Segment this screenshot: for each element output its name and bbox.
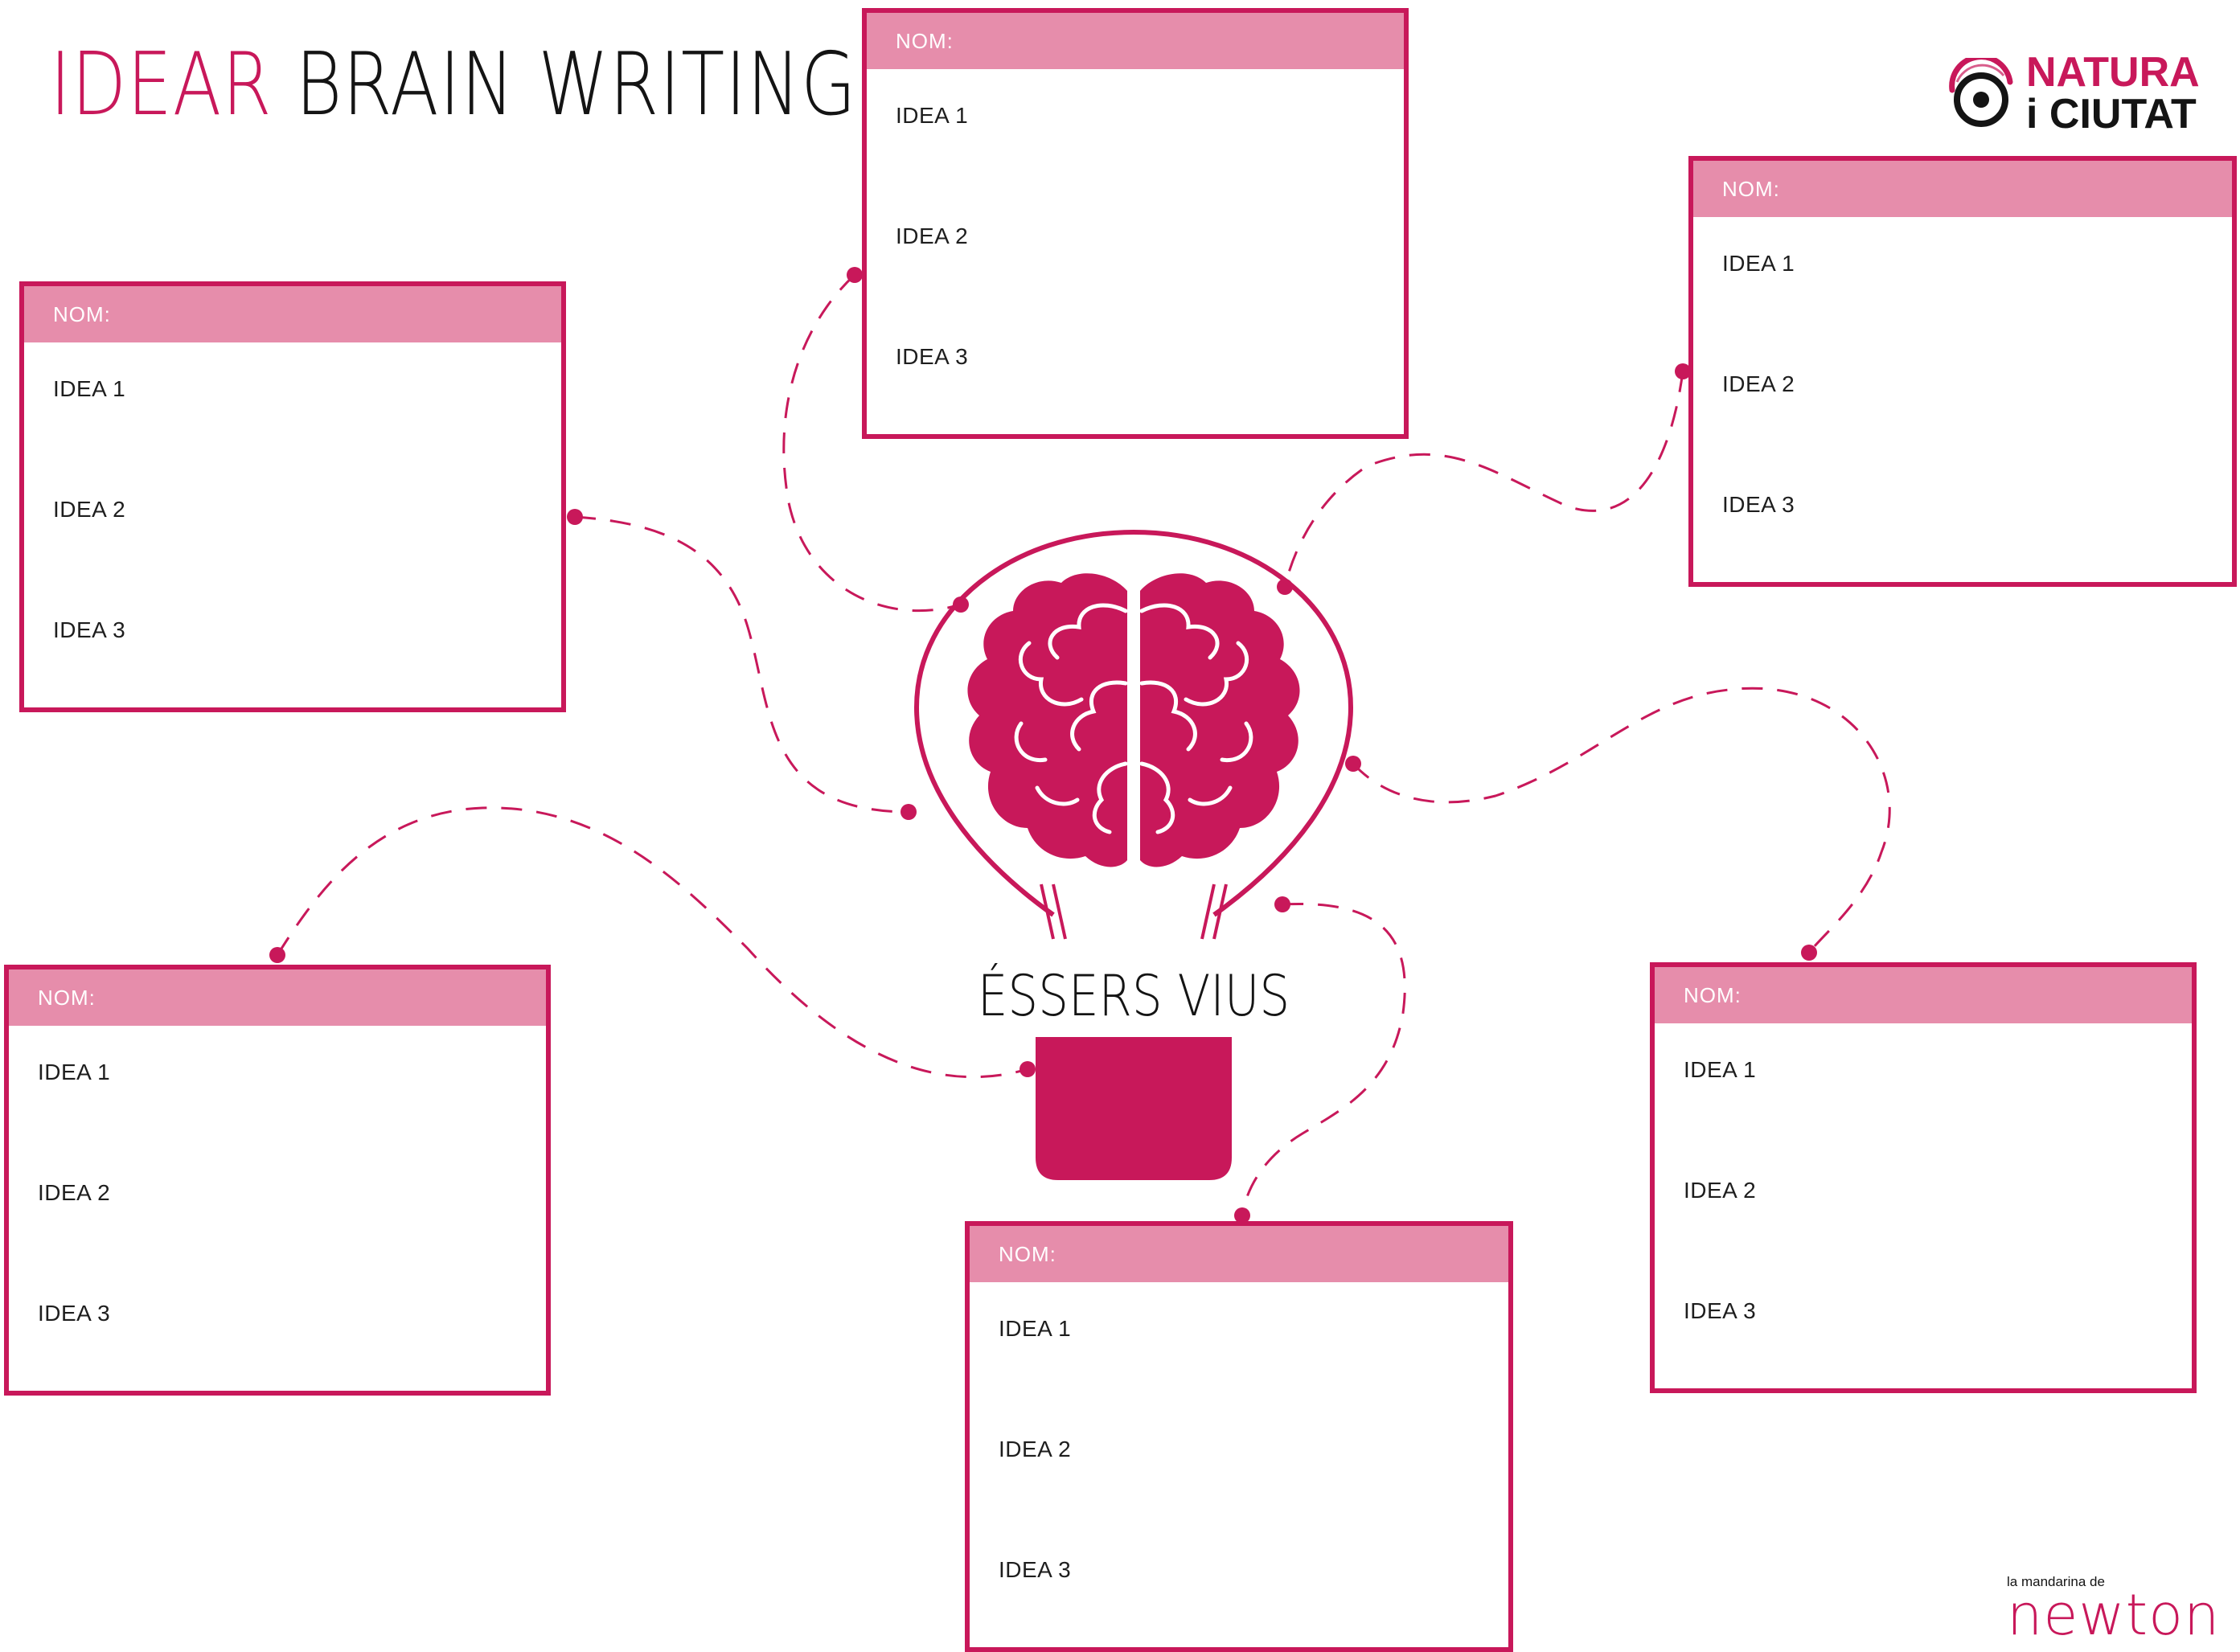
idea-2-label[interactable]: IDEA 2 [53,497,126,522]
name-field-label[interactable]: NOM: [896,28,954,53]
name-field-label[interactable]: NOM: [1722,176,1780,201]
dot-bulb-left [901,804,917,820]
dot-top-card [847,267,863,283]
idea-3-label[interactable]: IDEA 3 [1684,1298,1757,1323]
idea-card-right-top: NOM: IDEA 1 IDEA 2 IDEA 3 [1688,156,2237,587]
newton-logo: la mandarina de newton [2007,1568,2219,1648]
card-header: NOM: [1693,161,2232,217]
name-field-label[interactable]: NOM: [53,301,111,326]
idea-2-label[interactable]: IDEA 2 [1722,371,1795,396]
credit-small-text: la mandarina de [2007,1574,2105,1589]
idea-1-label[interactable]: IDEA 1 [1722,251,1795,276]
idea-card-right-bottom: NOM: IDEA 1 IDEA 2 IDEA 3 [1650,962,2197,1393]
card-header: NOM: [9,969,546,1026]
lightbulb-icon [913,529,1354,1180]
idea-2-label[interactable]: IDEA 2 [38,1180,111,1205]
title-main: BRAIN WRITING [295,35,857,135]
logo-text: NATURA i CIUTAT [2026,51,2200,135]
idea-card-top: NOM: IDEA 1 IDEA 2 IDEA 3 [862,8,1409,439]
idea-2-label[interactable]: IDEA 2 [1684,1178,1757,1203]
natura-logo-icon [1949,58,2013,127]
idea-3-label[interactable]: IDEA 3 [38,1301,111,1326]
dot-left-bottom-card [269,947,285,963]
natura-i-ciutat-logo: NATURA i CIUTAT [1946,51,2211,140]
idea-1-label[interactable]: IDEA 1 [53,376,126,401]
center-topic-label: ÉSSERS VIUS [977,963,1290,1029]
name-field-label[interactable]: NOM: [999,1241,1056,1266]
idea-3-label[interactable]: IDEA 3 [999,1557,1072,1582]
connector-left-bottom [276,806,1028,1079]
idea-1-label[interactable]: IDEA 1 [896,103,969,128]
brain-icon [967,573,1300,867]
name-field-label[interactable]: NOM: [38,985,96,1010]
idea-1-label[interactable]: IDEA 1 [1684,1057,1757,1082]
title-accent: IDEAR [50,35,273,135]
dot-bulb-pot [1019,1061,1036,1077]
card-header: NOM: [970,1226,1508,1282]
connector-top [782,273,962,613]
idea-card-left-bottom: NOM: IDEA 1 IDEA 2 IDEA 3 [4,965,551,1396]
card-header: NOM: [1655,967,2192,1023]
card-header: NOM: [867,13,1404,69]
page-title: IDEAR BRAIN WRITING [50,42,856,129]
dot-right-bottom-card [1801,945,1817,961]
name-field-label[interactable]: NOM: [1684,982,1742,1007]
card-header: NOM: [24,286,561,342]
idea-3-label[interactable]: IDEA 3 [896,344,969,369]
logo-line-2: i CIUTAT [2026,91,2197,137]
idea-2-label[interactable]: IDEA 2 [896,223,969,248]
idea-1-label[interactable]: IDEA 1 [999,1316,1072,1341]
connector-right-mid [1352,687,1891,953]
dot-right-top-card [1675,363,1691,379]
logo-line-1: NATURA [2026,49,2200,96]
credit-big-text: newton [2007,1582,2221,1648]
idea-card-left-top: NOM: IDEA 1 IDEA 2 IDEA 3 [19,281,566,712]
idea-2-label[interactable]: IDEA 2 [999,1437,1072,1461]
dot-bulb-right-bottom [1274,896,1290,912]
dot-bottom-card [1234,1207,1250,1224]
idea-card-bottom: NOM: IDEA 1 IDEA 2 IDEA 3 [965,1221,1513,1652]
idea-1-label[interactable]: IDEA 1 [38,1060,111,1084]
idea-3-label[interactable]: IDEA 3 [53,617,126,642]
idea-3-label[interactable]: IDEA 3 [1722,492,1795,517]
dot-left-top-card [567,509,583,525]
dot-bulb-right [1345,756,1361,772]
connector-right-top [1283,371,1684,588]
connector-left-top [574,515,909,814]
connector-bottom [1241,902,1406,1216]
